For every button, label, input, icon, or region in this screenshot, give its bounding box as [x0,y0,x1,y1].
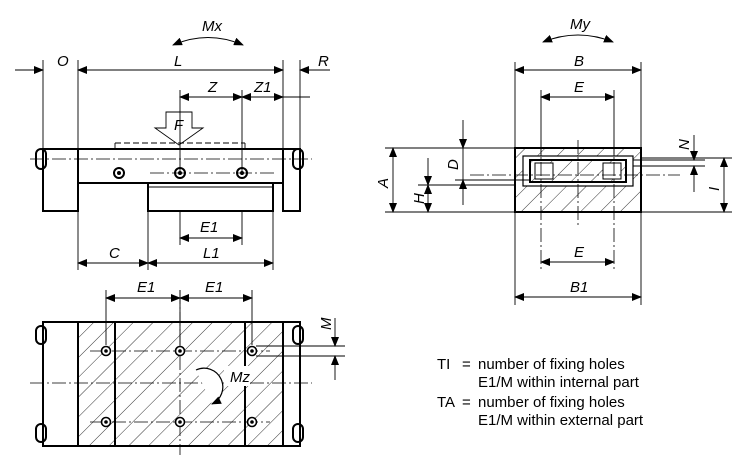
dim-m: M [318,317,335,330]
legend-ta-term: TA [437,394,455,411]
dim-d: D [445,159,462,170]
dim-l1: L1 [203,245,220,262]
dim-i: I [706,187,723,191]
legend-ta-line2: E1/M within external part [478,412,644,429]
my-rotation-arrow [542,34,614,43]
plan-view: E1 E1 Mz M [30,279,345,455]
legend-ta-line1: number of fixing holes [478,394,625,411]
mx-label: Mx [202,18,222,35]
dim-e1-side: E1 [200,219,218,236]
dim-b1: B1 [570,279,588,296]
dim-h: H [411,193,428,204]
mz-label: Mz [230,369,250,386]
legend-ta-eq: = [462,394,471,411]
dim-a: A [375,178,392,189]
plan-view-holes [100,345,258,428]
legend: TI = number of fixing holes E1/M within … [437,356,644,429]
legend-ti-line2: E1/M within internal part [478,374,640,391]
dim-l: L [174,53,182,70]
dim-e-bottom: E [574,244,585,261]
dim-n: N [676,139,693,150]
mx-rotation-arrow [172,37,244,46]
dim-c: C [109,245,120,262]
side-view: Mx O L R Z Z1 F [15,18,330,270]
legend-ti-line1: number of fixing holes [478,356,625,373]
dim-z1: Z1 [253,79,272,96]
dim-o: O [57,53,69,70]
mz-rotation-arrow [195,367,224,405]
my-label: My [570,16,591,33]
force-label: F [174,117,184,134]
dim-b: B [574,53,584,70]
force-arrow [153,111,205,146]
dim-r: R [318,53,329,70]
dim-z: Z [207,79,218,96]
dim-e-top: E [574,79,585,96]
dim-e1-plan-right: E1 [205,279,223,296]
side-view-holes [113,167,248,179]
legend-ti-term: TI [437,356,450,373]
legend-ti-eq: = [462,356,471,373]
end-view: My B E A H [375,16,732,305]
dim-e1-plan-left: E1 [137,279,155,296]
